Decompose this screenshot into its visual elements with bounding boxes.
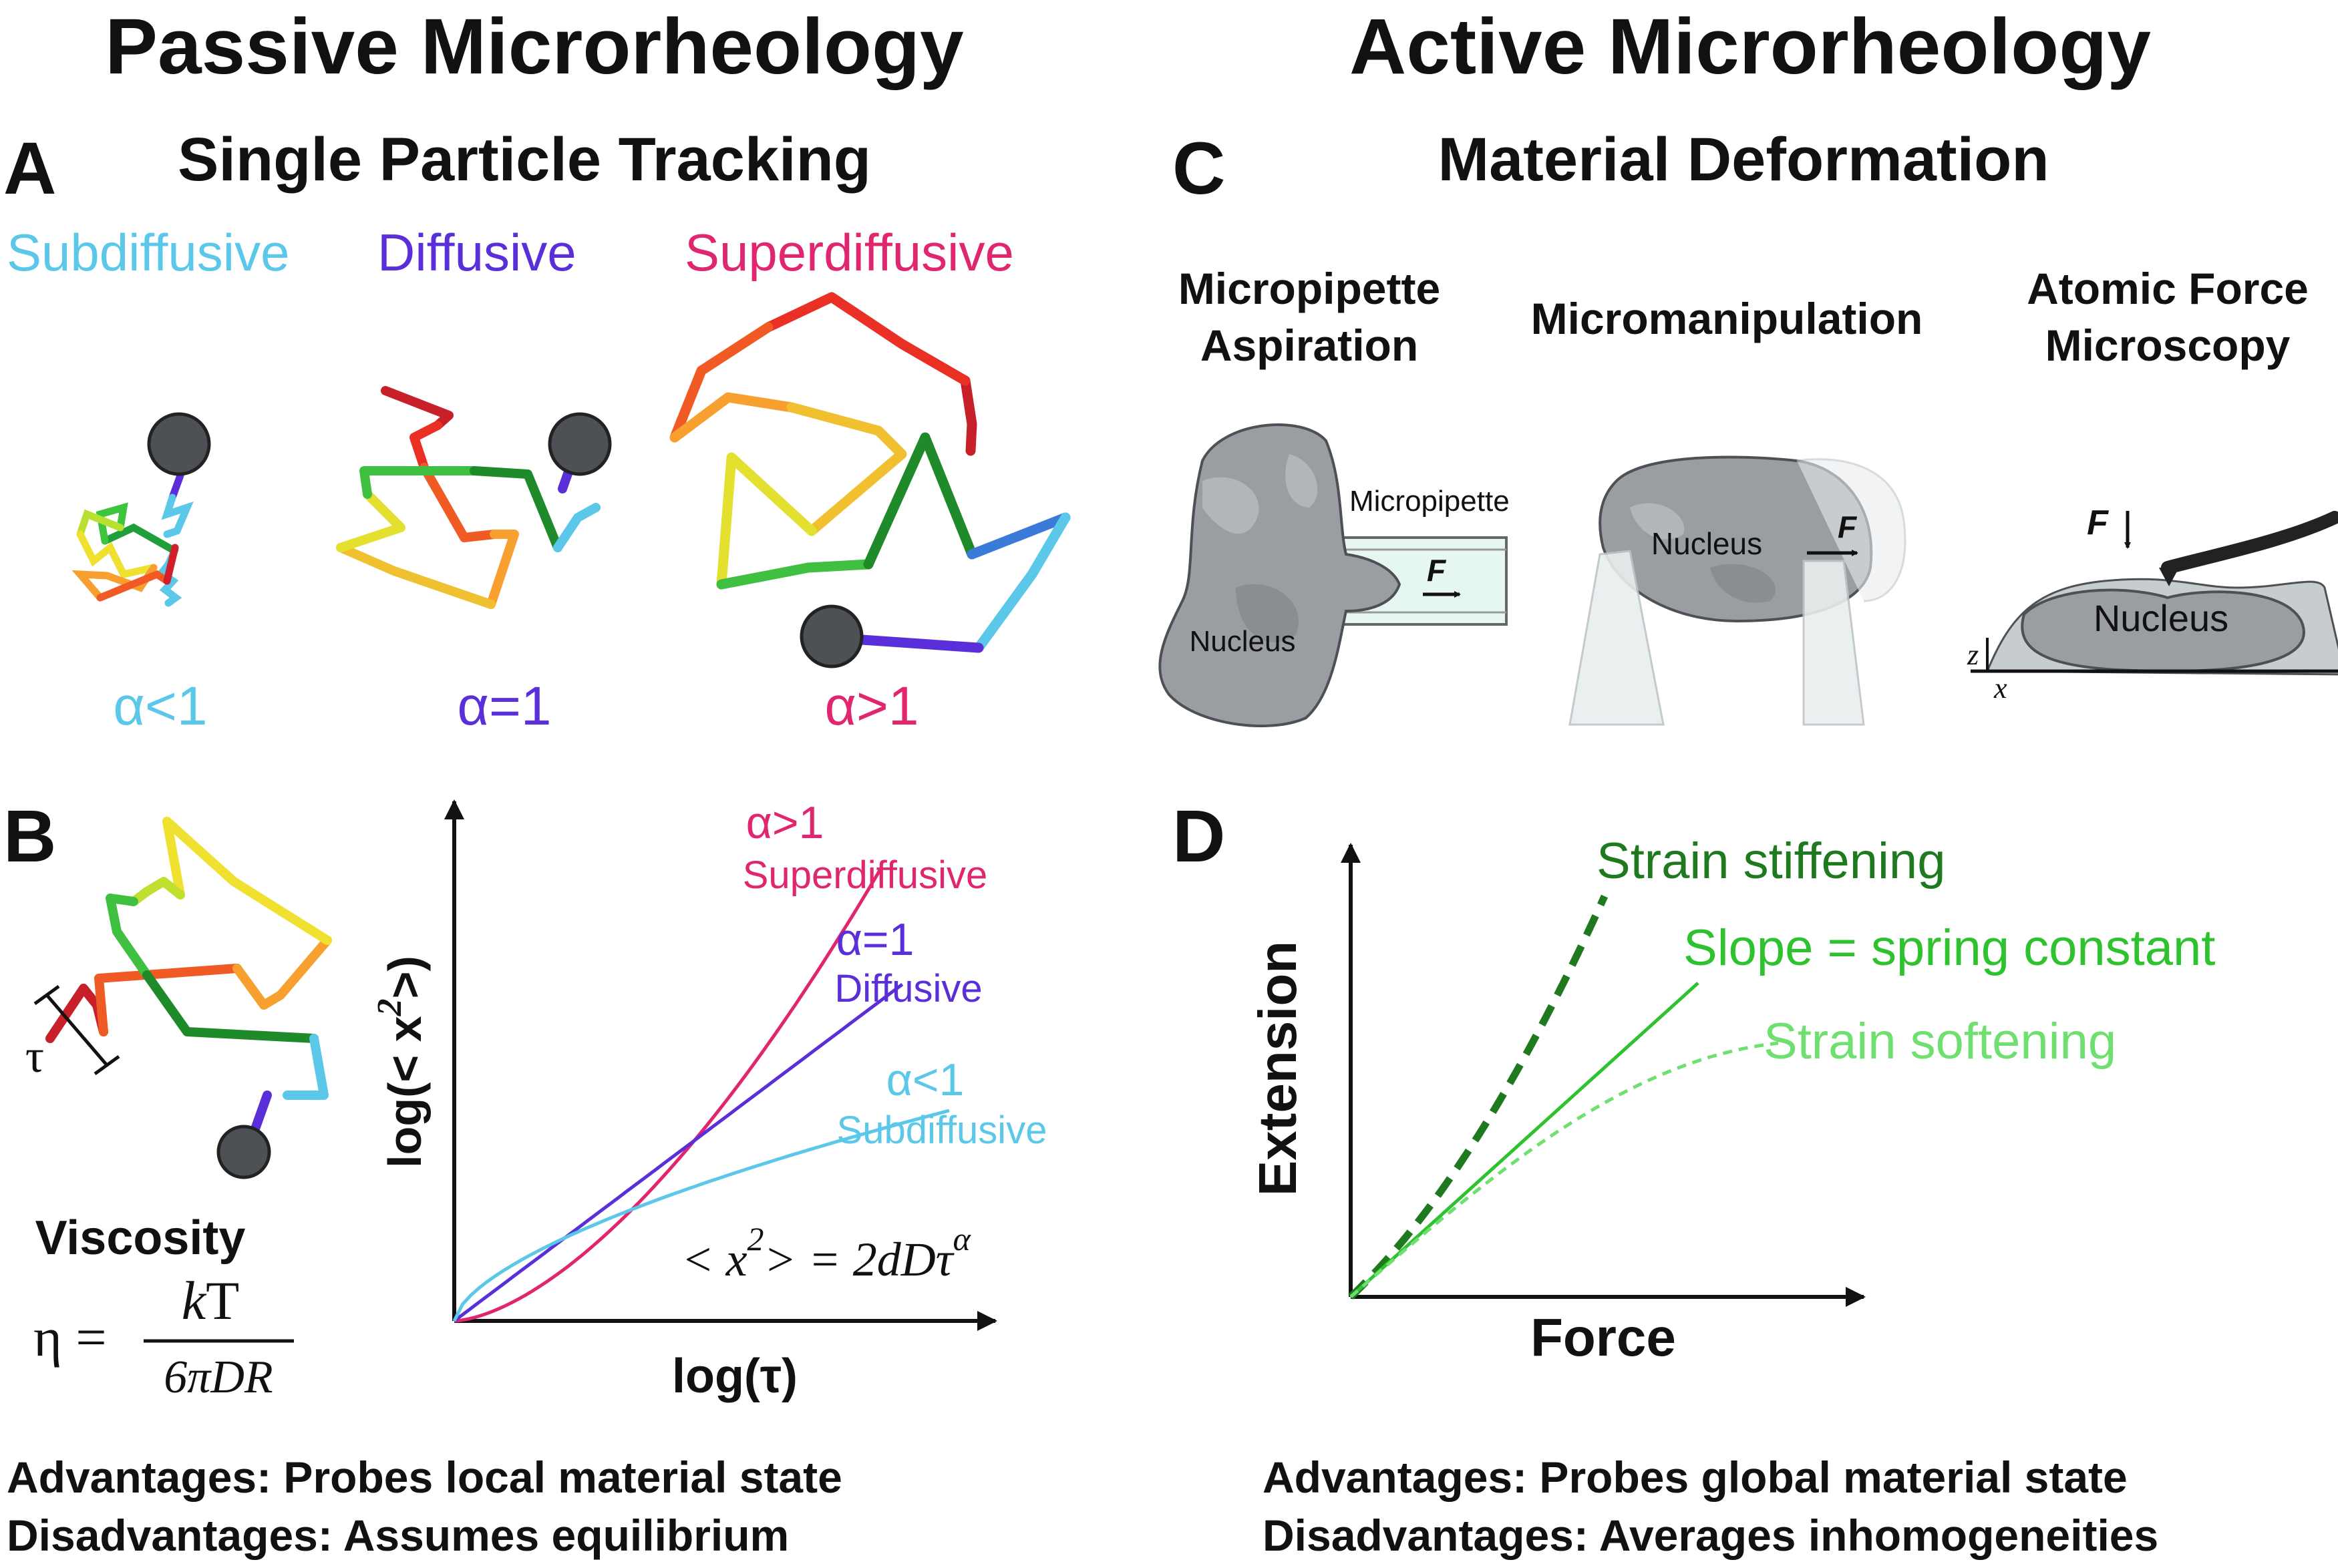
curve-diff-label: Diffusive xyxy=(834,967,982,1010)
curve-diff-alpha: α=1 xyxy=(836,914,914,965)
curve-super-alpha: α>1 xyxy=(746,797,824,848)
plot-b-curves xyxy=(452,866,950,1323)
equation-mid: > = 2dDτ xyxy=(764,1233,955,1286)
afm-tip xyxy=(2159,568,2179,586)
bead-panel-b xyxy=(216,1125,271,1179)
label-strain-softening: Strain softening xyxy=(1764,1013,2116,1070)
nucleus-label-aspiration: Nucleus xyxy=(1190,625,1296,658)
method-micropipette-line1: Micropipette xyxy=(1178,264,1440,313)
tau-label: τ xyxy=(25,1031,44,1083)
nucleus-aspirated xyxy=(1158,423,1401,728)
panel-c-title: Material Deformation xyxy=(1438,126,2049,194)
plot-d-xlabel: Force xyxy=(1530,1308,1676,1367)
micropipette-label: Micropipette xyxy=(1349,485,1510,518)
label-subdiffusive: Subdiffusive xyxy=(7,223,290,282)
micromanipulation-illustration: F Nucleus xyxy=(1568,455,1906,726)
trajectory-diffusive xyxy=(336,386,601,609)
method-micropipette-line2: Aspiration xyxy=(1200,321,1418,370)
passive-disadvantages: Disadvantages: Assumes equilibrium xyxy=(7,1511,789,1560)
curve-superdiffusive xyxy=(454,866,883,1323)
curve-subdiffusive xyxy=(452,1109,950,1322)
micropipette-illustration: F Micropipette Nucleus xyxy=(1158,423,1510,728)
afm-cantilever xyxy=(2161,511,2338,574)
bead-diffusive xyxy=(548,412,612,476)
equation-pre: < x xyxy=(681,1233,747,1286)
numerator-t: T xyxy=(206,1270,239,1331)
panel-b-letter: B xyxy=(3,795,56,877)
passive-advantages: Advantages: Probes local material state xyxy=(7,1452,842,1502)
numerator-k: k xyxy=(182,1270,207,1331)
label-superdiffusive: Superdiffusive xyxy=(685,223,1014,282)
trajectory-panel-b xyxy=(45,817,332,1147)
force-label-micropipette: F xyxy=(1427,553,1447,588)
curve-super-label: Superdiffusive xyxy=(743,853,988,897)
method-afm-line2: Microscopy xyxy=(2045,321,2291,370)
micromanipulator-right xyxy=(1802,560,1865,726)
axis-z-label: z xyxy=(1967,638,1979,671)
active-disadvantages: Disadvantages: Averages inhomogeneities xyxy=(1263,1511,2158,1560)
method-afm-line1: Atomic Force xyxy=(2027,264,2309,313)
equation-sup-alpha: α xyxy=(953,1220,971,1257)
ylabel-end: >) xyxy=(379,956,431,998)
label-strain-stiffening: Strain stiffening xyxy=(1597,833,1945,890)
label-diffusive: Diffusive xyxy=(377,223,576,282)
viscosity-title: Viscosity xyxy=(35,1211,246,1265)
eta-symbol: η = xyxy=(33,1307,107,1368)
alpha-greater-than-one: α>1 xyxy=(825,676,919,737)
alpha-equal-one: α=1 xyxy=(458,676,552,737)
afm-illustration: F Nucleus z x xyxy=(1967,504,2338,705)
ylabel-sup: 2 xyxy=(371,998,409,1016)
viscosity-denominator: 6πDR xyxy=(164,1352,273,1403)
curve-diffusive xyxy=(453,983,904,1322)
plot-b-ylabel: log(< x2>) xyxy=(371,956,431,1168)
nucleus-label-afm: Nucleus xyxy=(2094,597,2228,639)
panel-d-letter: D xyxy=(1172,795,1225,877)
passive-heading: Passive Microrheology xyxy=(105,3,963,91)
viscosity-numerator: kT xyxy=(182,1270,240,1331)
force-label-afm: F xyxy=(2087,504,2109,542)
curve-sub-alpha: α<1 xyxy=(886,1054,965,1105)
panel-a-title: Single Particle Tracking xyxy=(178,126,871,194)
nucleus-label-micromanipulation: Nucleus xyxy=(1651,526,1762,561)
trajectory-superdiffusive xyxy=(669,292,1071,653)
label-spring-constant: Slope = spring constant xyxy=(1683,920,2215,976)
curve-strain-stiffening xyxy=(1348,894,1609,1300)
tau-bracket xyxy=(33,984,120,1076)
curve-linear-spring xyxy=(1349,982,1699,1298)
force-label-micromanipulation: F xyxy=(1838,510,1858,544)
plot-b-xlabel: log(τ) xyxy=(672,1350,798,1403)
method-micromanipulation: Micromanipulation xyxy=(1531,294,1923,343)
curve-strain-softening xyxy=(1349,1041,1779,1298)
panel-a-letter: A xyxy=(3,128,56,210)
micromanipulator-left xyxy=(1568,550,1665,726)
curve-sub-label: Subdiffusive xyxy=(837,1109,1047,1152)
plot-d-curves xyxy=(1348,894,1779,1300)
equation-sup: 2 xyxy=(747,1220,764,1257)
active-advantages: Advantages: Probes global material state xyxy=(1263,1452,2128,1502)
bead-subdiffusive xyxy=(147,412,211,476)
nucleus-afm xyxy=(2021,588,2305,673)
plot-d-ylabel: Extension xyxy=(1248,941,1307,1196)
ylabel-main: log(< x xyxy=(379,1016,431,1168)
active-heading: Active Microrheology xyxy=(1349,3,2151,91)
axis-x-label: x xyxy=(1993,672,2007,705)
alpha-less-than-one: α<1 xyxy=(114,676,208,737)
trajectory-subdiffusive xyxy=(71,471,194,607)
bead-superdiffusive xyxy=(800,604,864,668)
panel-c-letter: C xyxy=(1172,128,1225,210)
msd-equation: < x2> = 2dDτα xyxy=(681,1220,971,1286)
